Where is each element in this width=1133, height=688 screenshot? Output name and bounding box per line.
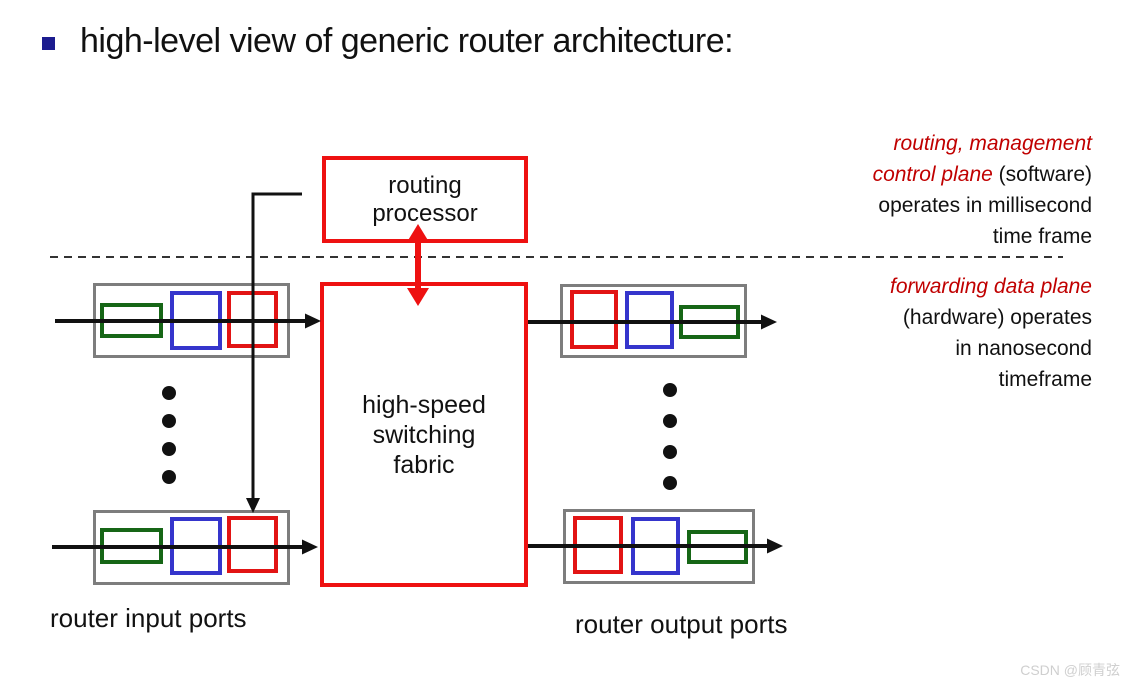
input-ports-label: router input ports xyxy=(50,603,247,633)
packet-red xyxy=(227,516,278,573)
switching-fabric-box: high-speed switching fabric xyxy=(320,282,528,587)
note-line: operates in millisecond xyxy=(878,194,1092,217)
packet-green xyxy=(687,530,748,564)
packet-green xyxy=(679,305,740,339)
note-line: timeframe xyxy=(998,368,1092,391)
packet-green xyxy=(100,303,163,338)
watermark: CSDN @顾青弦 xyxy=(1020,662,1120,678)
page-title: high-level view of generic router archit… xyxy=(80,22,734,60)
note-black-fragment: (software) xyxy=(992,163,1092,186)
packet-red xyxy=(573,516,623,574)
packet-green xyxy=(100,528,163,564)
packet-red xyxy=(570,290,618,349)
note-line: control plane (software) xyxy=(873,159,1092,190)
switching-fabric-label: high-speed switching fabric xyxy=(362,390,486,479)
note-red-fragment: control plane xyxy=(872,163,993,186)
routing-processor-box: routing processor xyxy=(322,156,528,243)
packet-blue xyxy=(631,517,680,575)
packet-blue xyxy=(625,291,674,349)
bullet-square-icon xyxy=(42,37,55,50)
note-line: forwarding data plane xyxy=(890,275,1092,298)
note-line: routing, management xyxy=(893,132,1092,155)
routing-processor-label: routing processor xyxy=(372,171,478,227)
note-line: (hardware) operates xyxy=(902,306,1092,329)
note-line: time frame xyxy=(992,225,1092,248)
data-plane-note: forwarding data plane (hardware) operate… xyxy=(890,271,1092,395)
ellipsis-dots-input xyxy=(162,386,176,484)
packet-blue xyxy=(170,517,222,575)
note-line: in nanosecond xyxy=(955,337,1092,360)
control-plane-note: routing, management control plane (softw… xyxy=(873,128,1092,252)
output-ports-label: router output ports xyxy=(575,609,788,639)
packet-blue xyxy=(170,291,222,350)
packet-red xyxy=(227,291,278,348)
ellipsis-dots-output xyxy=(663,383,677,490)
